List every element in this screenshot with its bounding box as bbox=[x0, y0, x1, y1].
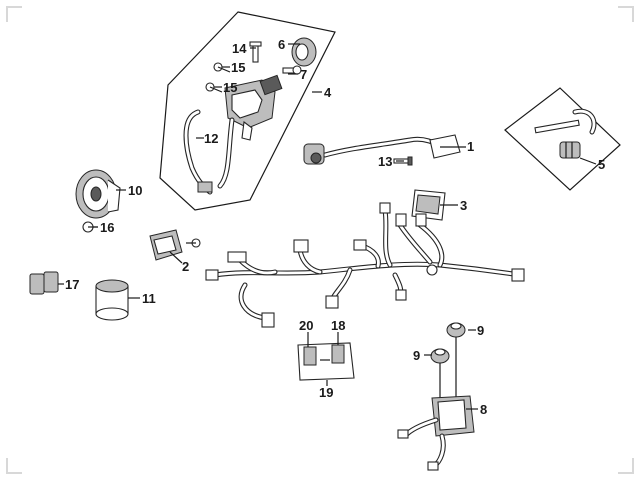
part-6-cap bbox=[291, 37, 317, 67]
callout-9-lower: 9 bbox=[413, 348, 420, 363]
callout-8: 8 bbox=[480, 402, 487, 417]
leader-lines bbox=[58, 43, 597, 410]
callout-4: 4 bbox=[324, 85, 332, 100]
part-19-fuse-holder bbox=[297, 342, 355, 381]
part-2-regulator bbox=[149, 229, 201, 261]
part-11-flasher bbox=[95, 279, 129, 321]
group-outline-4 bbox=[159, 11, 336, 211]
part-12-cable bbox=[183, 109, 235, 195]
main-wiring-harness bbox=[205, 202, 525, 328]
corner-mark-bottom-left bbox=[6, 458, 22, 474]
part-9-cap-upper bbox=[446, 322, 466, 338]
callout-15-upper: 15 bbox=[231, 60, 245, 75]
part-1-ignition-coil bbox=[303, 134, 461, 165]
corner-mark-top-left bbox=[6, 6, 22, 22]
part-5-sensor bbox=[534, 108, 597, 159]
callout-17: 17 bbox=[65, 277, 79, 292]
part-10-horn bbox=[75, 169, 121, 219]
callout-11: 11 bbox=[142, 291, 156, 306]
group-outline-5 bbox=[504, 87, 621, 191]
callout-9-upper: 9 bbox=[477, 323, 484, 338]
part-8-starter-relay bbox=[397, 395, 475, 471]
part-14-bolt bbox=[249, 41, 262, 63]
part-7-screw bbox=[282, 65, 302, 75]
callout-5: 5 bbox=[598, 157, 605, 172]
callout-16: 16 bbox=[100, 220, 114, 235]
callout-15-lower: 15 bbox=[223, 80, 237, 95]
corner-mark-bottom-right bbox=[618, 458, 634, 474]
callout-10: 10 bbox=[128, 183, 142, 198]
callout-18: 18 bbox=[331, 318, 345, 333]
callout-7: 7 bbox=[300, 67, 307, 82]
callout-6: 6 bbox=[278, 37, 285, 52]
callout-19: 19 bbox=[319, 385, 333, 400]
callout-1: 1 bbox=[467, 139, 474, 154]
callout-14: 14 bbox=[232, 41, 247, 56]
part-17-relay bbox=[29, 271, 59, 295]
corner-mark-top-right bbox=[618, 6, 634, 22]
callout-20: 20 bbox=[299, 318, 313, 333]
part-3-connector-block bbox=[411, 189, 446, 221]
callout-13: 13 bbox=[378, 154, 392, 169]
part-4-ignition-switch bbox=[224, 74, 283, 141]
callout-3: 3 bbox=[460, 198, 467, 213]
part-9-cap-lower bbox=[430, 348, 450, 364]
callout-12: 12 bbox=[204, 131, 218, 146]
callout-2: 2 bbox=[182, 259, 189, 274]
